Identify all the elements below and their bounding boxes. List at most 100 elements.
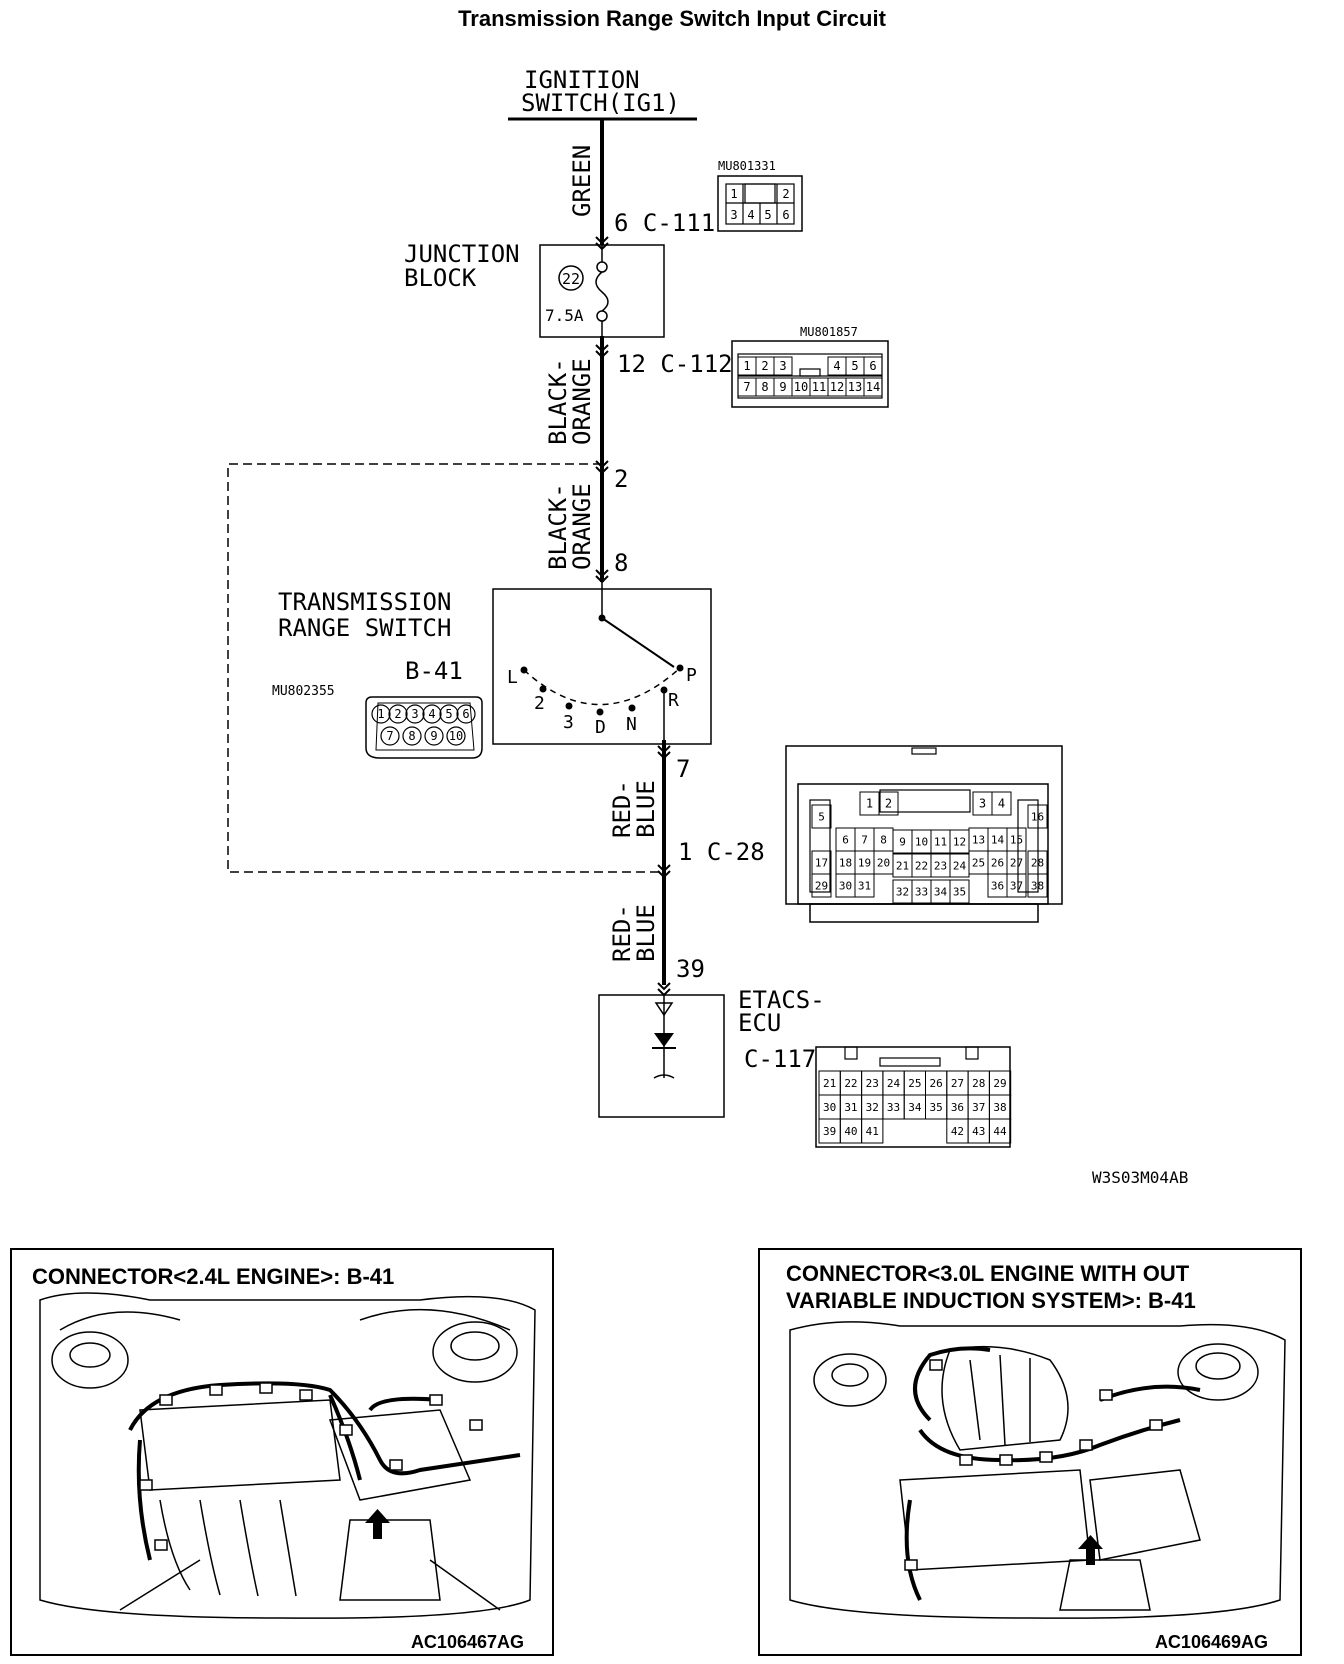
trs-label-2: RANGE SWITCH (278, 614, 451, 642)
fuse-terminal-top (596, 261, 608, 273)
pos-l: L (507, 667, 518, 688)
trs-position-contacts (520, 664, 684, 716)
panel2-title-2: VARIABLE INDUCTION SYSTEM>: B-41 (786, 1288, 1196, 1313)
panel1-arrow (365, 1509, 390, 1539)
connector-pin-number: 3 (779, 359, 786, 373)
connector-pin-number: 4 (998, 797, 1005, 811)
connector-cavity (1027, 873, 1048, 898)
pin-39: 39 (676, 955, 705, 983)
page-title: Transmission Range Switch Input Circuit (458, 6, 886, 31)
connector-pin-number: 36 (951, 1101, 964, 1114)
panel2-title-1: CONNECTOR<3.0L ENGINE WITH OUT (786, 1261, 1190, 1286)
connector-pin-number: 10 (915, 836, 928, 849)
pos-n: N (626, 714, 637, 735)
pin-7: 7 (676, 755, 690, 783)
connector-pin-number: 32 (896, 886, 909, 899)
connector-pin-number: 39 (823, 1125, 836, 1138)
etacs-label-1: ETACS- (738, 986, 825, 1014)
fuse-number-circle (558, 265, 584, 291)
wire-label-rb-b2: BLUE (632, 904, 660, 962)
connector-pin-number: 40 (844, 1125, 857, 1138)
connector-cavity (422, 704, 442, 724)
connector-pin-number: 2 (885, 797, 892, 811)
pos-p: P (686, 665, 697, 686)
connector-cavity (861, 1118, 884, 1144)
pos-2: 2 (534, 693, 545, 714)
ignition-label-2: SWITCH(IG1) (521, 89, 680, 117)
connector-pin-number: 41 (866, 1125, 879, 1138)
connector-pin-number: 1 (743, 359, 750, 373)
connector-pin-number: 4 (428, 707, 435, 721)
connector-pin-number: 22 (844, 1077, 857, 1090)
connector-pin-number: 7 (386, 729, 393, 743)
connector-cavity (991, 791, 1012, 816)
ignition-label-1: IGNITION (524, 66, 640, 94)
connector-pin-number: 34 (908, 1101, 922, 1114)
connector-pin-number: 5 (818, 811, 825, 824)
connector-pin-number: 27 (1010, 857, 1023, 870)
connector-pin-number: 11 (812, 380, 826, 394)
connector-pin-number: 12 (953, 836, 966, 849)
connector-pin-number: 9 (779, 380, 786, 394)
wire-label-rb-a1: RED- (608, 780, 636, 838)
connector-pin-number: 12 (830, 380, 844, 394)
connector-pin-number: 35 (953, 886, 966, 899)
panel2-arrow (1078, 1535, 1103, 1565)
svg-text:2: 2 (782, 187, 789, 201)
connector-cavity (439, 704, 459, 724)
junction-label-1: JUNCTION (404, 240, 520, 268)
connector-pin-number: 42 (951, 1125, 964, 1138)
connector-pin-number: 2 (761, 359, 768, 373)
connector-pin-number: 24 (953, 860, 967, 873)
connector-pin-number: 3 (411, 707, 418, 721)
connector-pin-number: 33 (887, 1101, 900, 1114)
pos-3: 3 (563, 712, 574, 733)
fuse-rating: 7.5A (545, 306, 584, 325)
connector-pin-number: 33 (915, 886, 928, 899)
connector-pin-number: 10 (449, 729, 463, 743)
wire-label-rb-a2: BLUE (632, 780, 660, 838)
connector-cavity (1027, 804, 1048, 829)
wire-label-bo-a1: BLACK- (544, 358, 572, 445)
mu801857-part-no: MU801857 (800, 325, 858, 339)
c117-label: C-117 (744, 1045, 816, 1073)
ground-icon (653, 1074, 675, 1079)
connector-pin-number: 35 (930, 1101, 943, 1114)
connector-pin-number: 16 (1031, 811, 1044, 824)
connector-pin-number: 14 (991, 834, 1005, 847)
connector-cavity (402, 726, 422, 746)
etacs-input-arrow (654, 1002, 674, 1017)
connector-pin-number: 38 (1031, 880, 1044, 893)
etacs-label-2: ECU (738, 1009, 781, 1037)
pos-r: R (668, 690, 679, 711)
connector-pin-number: 43 (972, 1125, 985, 1138)
connector-pin-number: 13 (972, 834, 985, 847)
connector-cavity (424, 726, 444, 746)
connector-pin-number: 8 (880, 834, 887, 847)
wire-label-green: GREEN (568, 145, 596, 217)
connector-pin-number: 9 (899, 836, 906, 849)
trs-label-1: TRANSMISSION (278, 588, 451, 616)
connector-pin-number: 7 (861, 834, 868, 847)
connector-cavity (854, 873, 875, 898)
connector-cavity (371, 704, 391, 724)
connector-pin-number: 11 (934, 836, 947, 849)
connector-pin-number: 23 (866, 1077, 879, 1090)
trs-position-arc (523, 667, 681, 706)
connector-pin-number: 44 (993, 1125, 1007, 1138)
connector-pin-number: 28 (972, 1077, 985, 1090)
connector-pin-number: 37 (1010, 880, 1023, 893)
connector-pin-number: 5 (445, 707, 452, 721)
connector-pin-number: 29 (815, 880, 828, 893)
connector-pin-number: 38 (993, 1101, 1006, 1114)
trs-contact-arm (601, 617, 675, 668)
wire-label-bo-b1: BLACK- (544, 483, 572, 570)
connector-pin-number: 14 (866, 380, 880, 394)
connector-cavity (878, 791, 899, 816)
connector-cavity (949, 879, 970, 904)
fuse-element (595, 271, 609, 312)
svg-text:6: 6 (782, 208, 789, 222)
